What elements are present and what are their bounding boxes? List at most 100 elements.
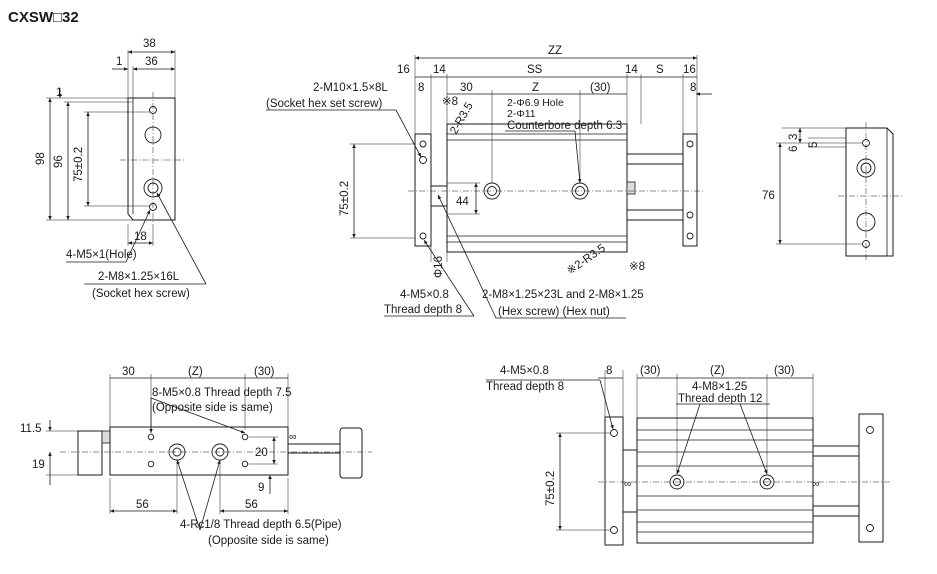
front-dim-30-paren: (30) (254, 366, 275, 378)
front-dim-11-5: 11.5 (20, 423, 42, 435)
callout-top-m5-1: 4-M5×0.8 (400, 289, 449, 301)
top-right-endplate (682, 133, 698, 247)
callout-hole-3: Counterbore depth 6.3 (507, 120, 622, 132)
bottom-rod-lower (812, 505, 860, 517)
callout-top-m5-2: Thread depth 8 (384, 304, 462, 316)
top-hole-3 (419, 232, 427, 240)
bottom-rod-upper (812, 445, 860, 457)
front-rod (287, 443, 341, 454)
callout-bottom-m5-1: 4-M5×0.8 (500, 365, 549, 377)
front-main-body (109, 426, 289, 476)
dim-z: Z (532, 82, 539, 94)
dim-6: 6 (788, 146, 800, 152)
top-main-body (446, 123, 628, 253)
bottom-main-body (636, 417, 814, 544)
model-title: CXSW□32 (8, 9, 79, 26)
dim-14-right: 14 (625, 64, 638, 76)
top-rod-lower (626, 209, 684, 221)
front-view: ∞ 30 (Z) (30) 11.5 19 20 9 56 (20, 366, 372, 547)
dim-5: 5 (808, 142, 820, 148)
top-hole-5 (686, 211, 694, 219)
svg-text:∞: ∞ (812, 478, 820, 490)
dim-16-right: 16 (683, 64, 696, 76)
dim-1-top: 1 (116, 56, 122, 68)
dim-75-top: 75±0.2 (339, 181, 351, 216)
dim-30-paren: (30) (590, 82, 611, 94)
dim-76: 76 (762, 190, 775, 202)
front-hole-1 (147, 433, 155, 441)
bottom-dim-30-left: (30) (640, 365, 661, 377)
dim-8-left: 8 (418, 82, 424, 94)
callout-side-screw-1: 2-M8×1.25×16L (98, 271, 180, 283)
top-view: ZZ 16 14 SS 14 S 16 30 Z (30) 8 8 ※8 2-R… (266, 45, 712, 319)
callout-setscrew-2: (Socket hex set screw) (266, 98, 382, 110)
callout-bottom-m5-2: Thread depth 8 (486, 381, 564, 393)
bottom-dim-75: 75±0.2 (545, 471, 557, 506)
dim-ss: SS (527, 64, 543, 76)
dim-96: 96 (53, 155, 65, 168)
front-hole-4 (241, 460, 249, 468)
callout-top-m8-2: (Hex screw) (Hex nut) (498, 306, 610, 318)
dim-zz: ZZ (548, 45, 562, 57)
dim-phi16: Φ16 (433, 256, 445, 278)
dim-s: S (656, 64, 664, 76)
side-view: 38 36 1 98 96 1 75±0.2 18 4-M5×1(Hole) 2… (35, 38, 207, 300)
bottom-view: ∞ ∞ 8 (30) (Z) (30) 75±0.2 4-M5×0.8 Thre… (486, 365, 890, 546)
front-dim-30: 30 (122, 366, 135, 378)
front-right-plate (339, 427, 363, 479)
dim-14-left: 14 (433, 64, 446, 76)
bottom-dim-30-right: (30) (774, 365, 795, 377)
dim-44: 44 (456, 196, 469, 208)
side-bracket-body (127, 97, 176, 221)
callout-bottom-m8-2: Thread depth 12 (678, 393, 762, 405)
dim-16-left: 16 (397, 64, 410, 76)
bottom-hole-4 (866, 524, 874, 532)
callout-hole-1: 2-Φ6.9 Hole (507, 97, 564, 109)
callout-bottom-m8-1: 4-M8×1.25 (692, 381, 747, 393)
top-rod-upper (626, 153, 684, 165)
front-hole-2 (147, 460, 155, 468)
dim-3: 3 (788, 134, 800, 140)
front-dim-19: 19 (32, 459, 45, 471)
callout-side-screw-2: (Socket hex screw) (92, 288, 190, 300)
bottom-right-endplate (858, 413, 884, 543)
callout-front-rc-2: (Opposite side is same) (208, 535, 329, 547)
bottom-hole-2 (610, 526, 618, 534)
dim-x8-top: ※8 (442, 96, 458, 108)
top-hole-4 (686, 140, 694, 148)
dim-75-side: 75±0.2 (73, 147, 85, 182)
front-dim-56-left: 56 (136, 499, 149, 511)
dim-36: 36 (145, 56, 158, 68)
callout-front-m5-1: 8-M5×0.8 Thread depth 7.5 (152, 387, 291, 399)
front-dim-9: 9 (258, 482, 264, 494)
top-hole-1 (419, 140, 427, 148)
top-rod-nut (626, 181, 636, 195)
svg-text:∞: ∞ (624, 478, 632, 490)
top-left-block (430, 185, 448, 207)
dim-1-left: 1 (56, 87, 62, 99)
callout-side-holes: 4-M5×1(Hole) (66, 249, 137, 261)
dim-38: 38 (143, 38, 156, 50)
callout-hole-2: 2-Φ11 (507, 108, 536, 120)
front-dim-56-right: 56 (245, 499, 258, 511)
top-hole-6 (686, 232, 694, 240)
right-bracket-body (845, 127, 894, 257)
dim-30: 30 (460, 82, 473, 94)
front-dim-z: (Z) (188, 366, 203, 378)
bottom-hole-3 (866, 426, 874, 434)
dim-98: 98 (35, 152, 47, 165)
front-dim-20: 20 (255, 447, 268, 459)
callout-setscrew-1: 2-M10×1.5×8L (313, 82, 388, 94)
bottom-dim-z: (Z) (710, 365, 725, 377)
front-hole-3 (241, 433, 249, 441)
dim-18: 18 (134, 231, 147, 243)
callout-front-m5-2: (Opposite side is same) (152, 402, 273, 414)
svg-text:∞: ∞ (289, 431, 297, 443)
top-hole-2 (419, 156, 427, 164)
dim-8-right: 8 (690, 82, 696, 94)
right-view: 76 6 3 5 (762, 122, 902, 262)
dim-x8-bottom: ※8 (629, 261, 645, 273)
bottom-hole-1 (610, 429, 618, 437)
bottom-dim-8: 8 (606, 365, 612, 377)
